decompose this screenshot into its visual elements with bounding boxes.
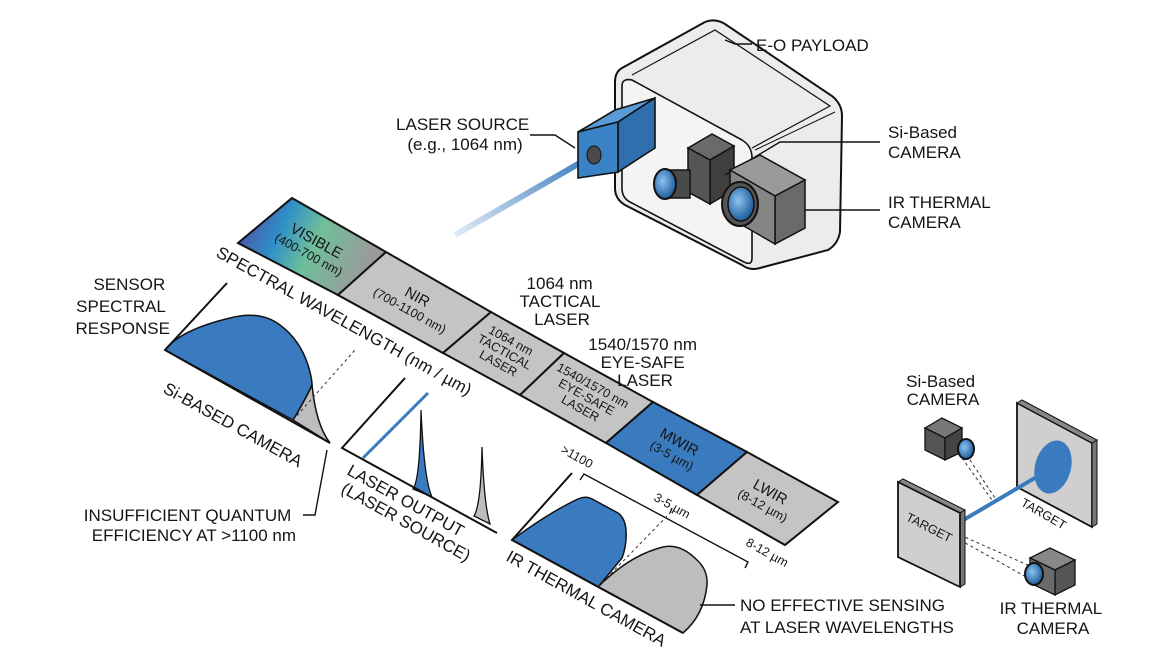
si-camera-response-plot: SENSOR SPECTRAL RESPONSE Si-BASED CAMERA…	[76, 275, 356, 545]
laser-spot	[1034, 440, 1072, 494]
laser-peak-1064	[411, 409, 434, 499]
spectral-band	[236, 196, 840, 547]
no-sensing-note: NO EFFECTIVE SENSING AT LASER WAVELENGTH…	[740, 596, 954, 637]
sensor-response-title: SENSOR SPECTRAL RESPONSE	[76, 275, 170, 338]
ir-response-blue	[510, 496, 627, 588]
si-response-curve	[163, 314, 313, 422]
scene-laser-beam	[958, 470, 1047, 524]
si-camera-module	[653, 133, 736, 206]
laser-output-plot: LASER OUTPUT (LASER SOURCE)	[338, 377, 498, 566]
laser-source-label: LASER SOURCE (e.g., 1064 nm)	[396, 115, 534, 154]
laser-peak-1540	[473, 446, 492, 526]
ir-camera-label: IR THERMAL CAMERA	[888, 193, 995, 232]
scene-si-camera-label: Si-Based CAMERA	[906, 372, 980, 409]
target-left-plate	[897, 480, 961, 589]
payload-title: E-O PAYLOAD	[756, 36, 869, 55]
payload-top-edge	[631, 29, 832, 149]
marker-1100: >1100	[559, 442, 596, 471]
ir-thermal-camera-module	[721, 154, 807, 246]
laser-beam	[453, 153, 594, 238]
scene-ir-camera	[1024, 547, 1077, 597]
target-scene: Si-Based CAMERA TARGET TARGET	[896, 372, 1107, 638]
scene-ir-camera-label: IR THERMAL CAMERA	[1000, 599, 1107, 638]
callout-1540: 1540/1570 nm EYE-SAFE LASER	[588, 335, 701, 390]
marker-3-5: 3-5 µm	[652, 490, 693, 521]
ir-response-gray	[596, 545, 708, 634]
laser-source-module	[577, 96, 656, 179]
callout-1064: 1064 nm TACTICAL LASER	[519, 274, 604, 329]
si-camera-label: Si-Based CAMERA	[888, 123, 962, 162]
scene-si-camera	[923, 417, 975, 462]
eo-payload: E-O PAYLOAD LASER SOURCE (e.g., 1064 nm)…	[396, 19, 995, 270]
band-lwir	[695, 450, 840, 547]
insufficient-qe-note: INSUFFICIENT QUANTUM EFFICIENCY AT >1100…	[84, 506, 296, 545]
